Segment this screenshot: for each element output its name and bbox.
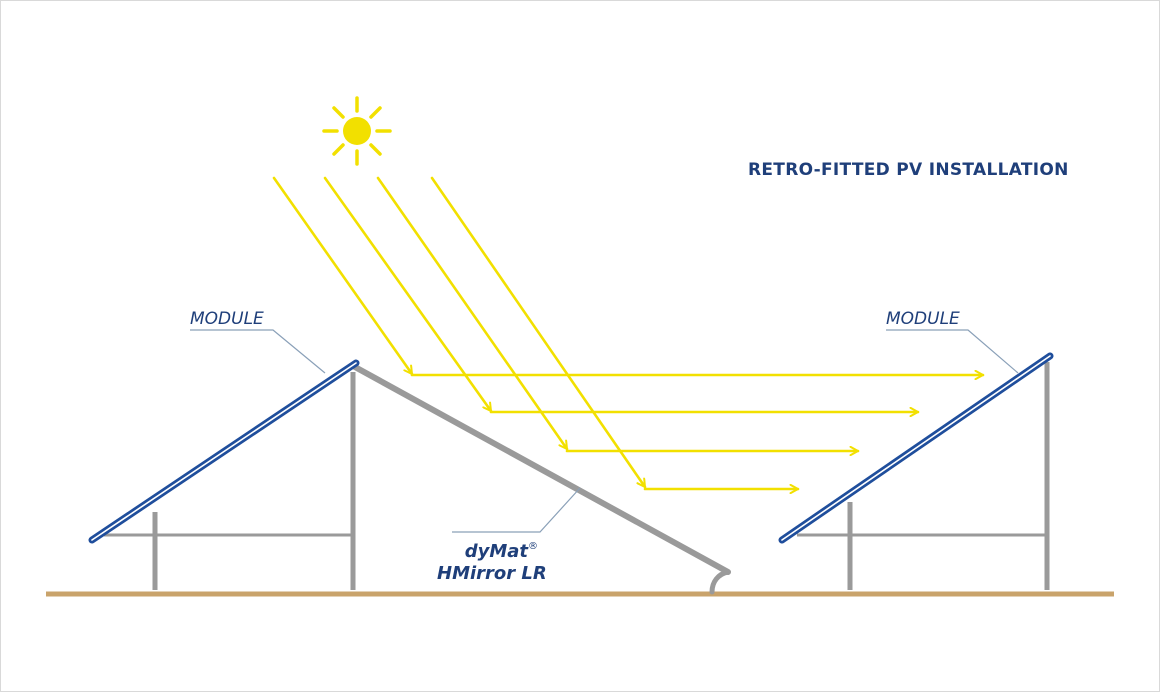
incoming-ray-4 [430,176,647,489]
left-mounting-frame [104,372,356,590]
sun-icon [322,96,392,166]
right-mounting-frame [797,362,1050,590]
product-name: dyMat® [465,541,538,562]
left-module-label: MODULE [190,309,264,329]
right-pv-module [778,352,1054,544]
right-module-label: MODULE [886,309,960,329]
left-pv-module [88,359,360,544]
incoming-ray-2 [323,176,493,413]
registered-mark: ® [528,541,538,552]
incoming-ray-3 [376,176,569,451]
hmirror-reflector [352,364,731,595]
incoming-ray-1 [272,176,414,376]
leader-lines [190,329,1019,533]
product-model: HMirror LR [437,563,547,584]
product-name-text: dyMat [465,541,530,562]
diagram-title: RETRO-FITTED PV INSTALLATION [748,160,1069,180]
